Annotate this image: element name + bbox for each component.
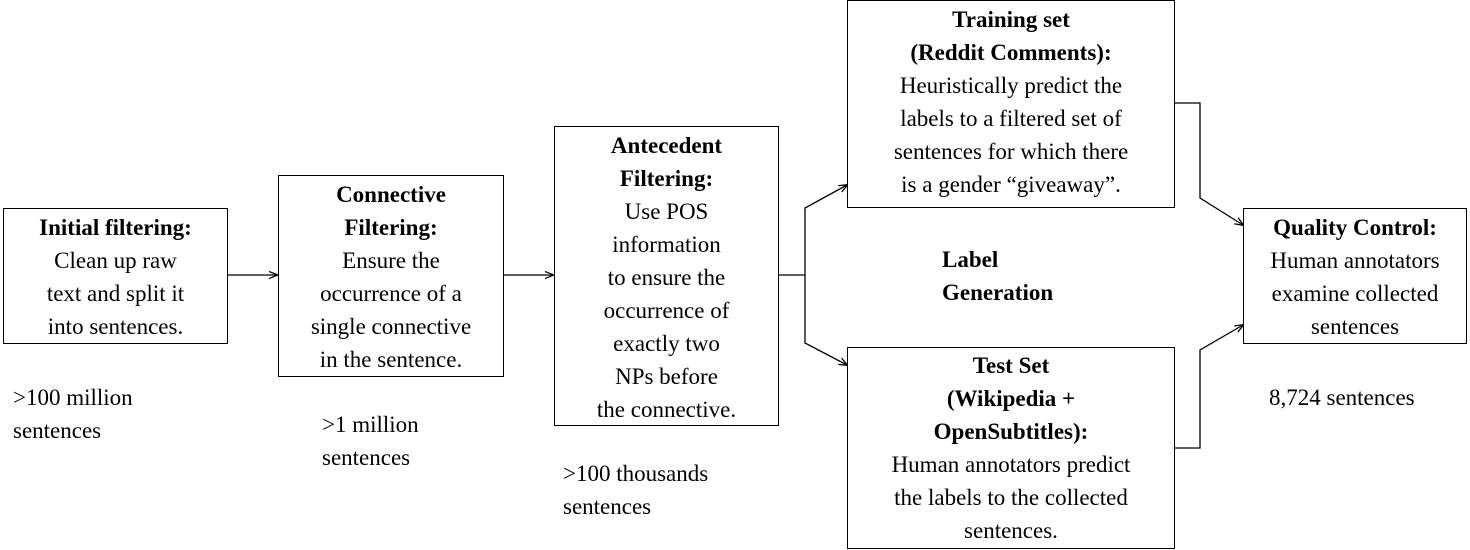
count-text: 8,724 sentences [1269, 385, 1415, 410]
connective-filtering-box: Connective Filtering: Ensure the occurre… [278, 175, 504, 377]
test-set-box: Test Set (Wikipedia + OpenSubtitles): Hu… [847, 347, 1175, 549]
box-text: occurrence of a [320, 281, 462, 306]
box-title: Connective [336, 182, 446, 207]
label-generation: Label Generation [942, 243, 1053, 309]
training-set-box: Training set (Reddit Comments): Heuristi… [847, 0, 1175, 208]
box-text: text and split it [46, 281, 185, 306]
box-title: Filtering: [619, 166, 714, 191]
box-title: Filtering: [344, 215, 438, 240]
box-text: labels to a filtered set of [900, 106, 1122, 131]
box-text: Ensure the [342, 248, 440, 273]
label-generation-line: Generation [942, 280, 1054, 305]
box-title: Test Set [972, 353, 1050, 378]
count-text: sentences [13, 418, 102, 443]
box-text: sentences [1310, 314, 1400, 339]
antecedent-filtering-box: Antecedent Filtering: Use POS informatio… [554, 126, 779, 426]
box-text: sentences for which there [893, 139, 1129, 164]
box-text: Human annotators predict [891, 452, 1131, 477]
box-text: single connective [310, 314, 472, 339]
box-text: Heuristically predict the [899, 73, 1123, 98]
initial-filtering-box: Initial filtering: Clean up raw text and… [3, 208, 228, 344]
box-text: Human annotators [1270, 248, 1440, 273]
box-title: Quality Control: [1273, 215, 1437, 240]
arrow-test-to-quality [1174, 325, 1243, 449]
box-text: to ensure the [607, 265, 726, 290]
box-text: information [612, 232, 721, 257]
box-text: in the sentence. [319, 347, 463, 372]
box-text: is a gender “giveaway”. [901, 172, 1121, 197]
box-title: Antecedent [610, 133, 723, 158]
count-text: >100 thousands [563, 461, 709, 486]
box-text: occurrence of [603, 298, 730, 323]
quality-control-box: Quality Control: Human annotators examin… [1243, 208, 1467, 344]
arrow-training-to-quality [1174, 102, 1243, 225]
initial-count: >100 million sentences [13, 381, 133, 447]
arrow-to-test [804, 275, 847, 365]
box-title: (Reddit Comments): [910, 40, 1112, 65]
quality-count: 8,724 sentences [1269, 381, 1415, 414]
box-title: Initial filtering: [39, 215, 192, 240]
box-text: Use POS [624, 199, 709, 224]
box-title: (Wikipedia + [946, 386, 1076, 411]
box-title: OpenSubtitles): [933, 419, 1089, 444]
connective-count: >1 million sentences [322, 408, 419, 474]
arrow-to-training [804, 185, 847, 275]
box-text: NPs before [615, 364, 718, 389]
box-text: sentences. [964, 518, 1058, 543]
box-title: Training set [952, 7, 1070, 32]
box-text: exactly two [613, 331, 720, 356]
count-text: >1 million [322, 412, 419, 437]
box-text: the connective. [596, 397, 737, 422]
count-text: sentences [322, 445, 411, 470]
box-text: into sentences. [47, 314, 184, 339]
count-text: >100 million [13, 385, 133, 410]
box-text: examine collected [1271, 281, 1439, 306]
count-text: sentences [563, 494, 652, 519]
label-generation-line: Label [942, 247, 999, 272]
box-text: the labels to the collected [894, 485, 1128, 510]
antecedent-count: >100 thousands sentences [563, 457, 708, 523]
box-text: Clean up raw [54, 248, 177, 273]
